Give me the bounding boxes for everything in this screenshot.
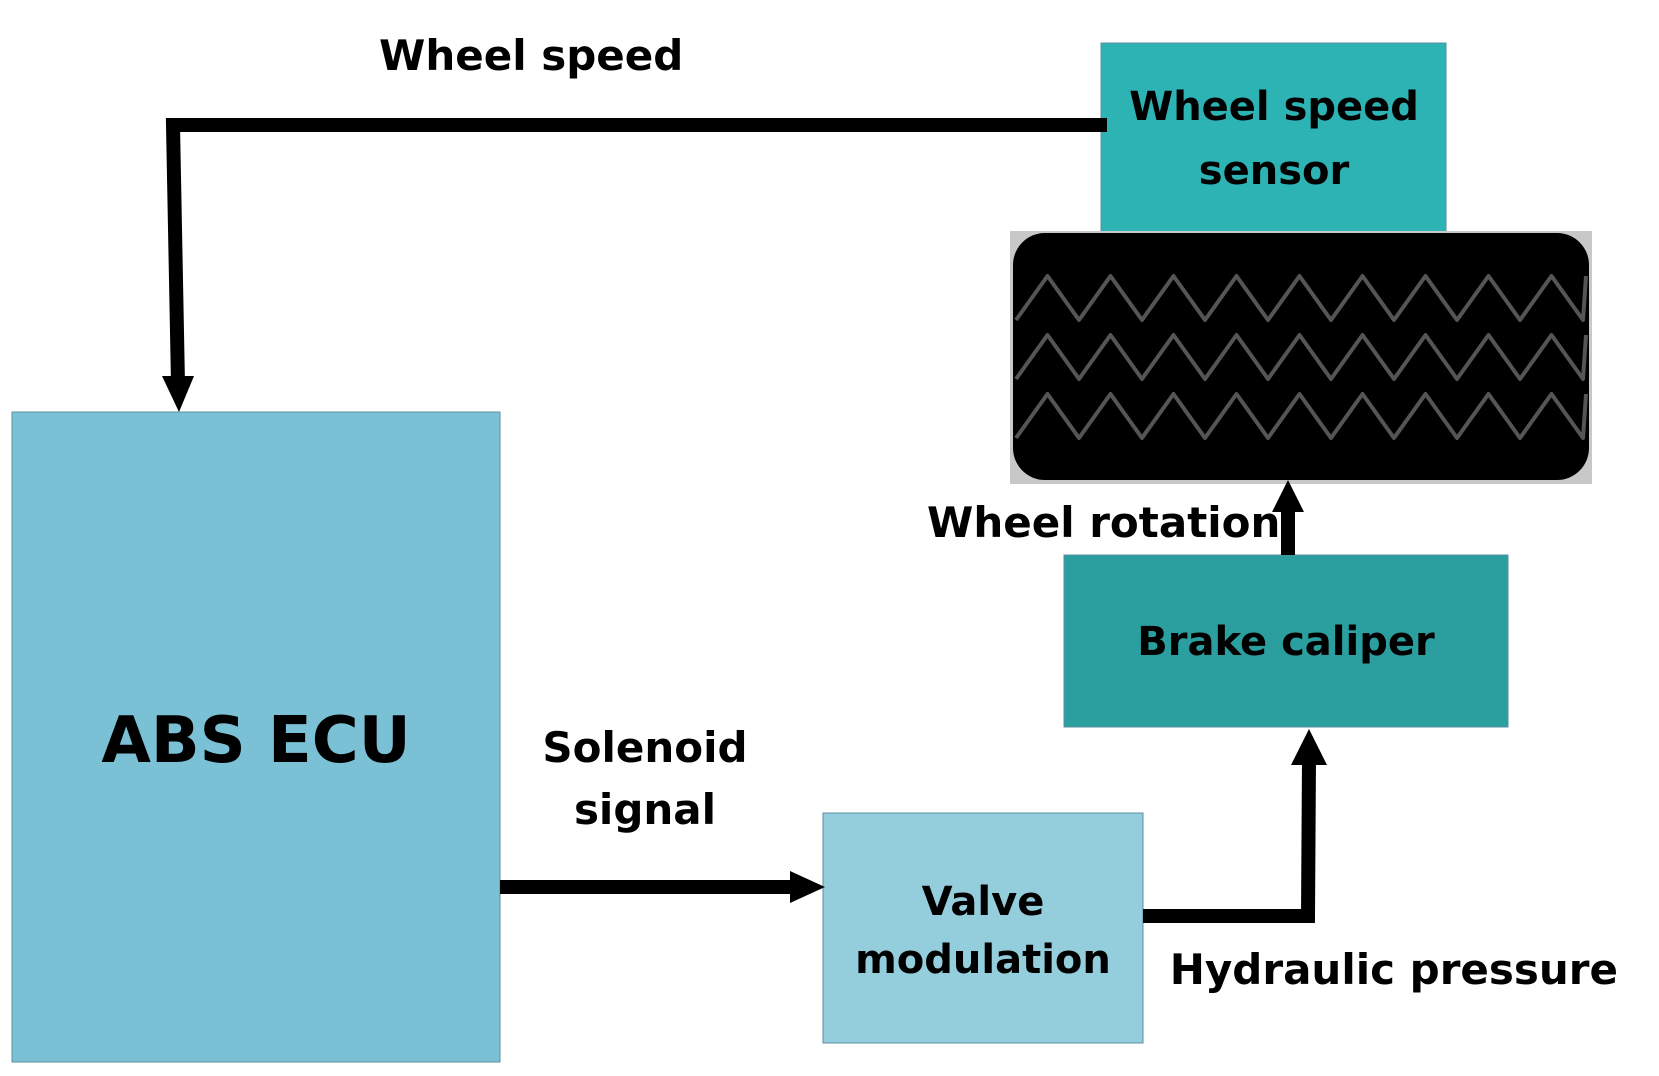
wheel-speed-sensor-box xyxy=(1100,42,1447,236)
wheel-rotation-arrowhead xyxy=(1272,480,1304,512)
connectors xyxy=(162,118,1327,923)
wheel-tread-pattern xyxy=(1014,274,1588,440)
wheel-speed-sensor-label-line2: sensor xyxy=(1199,148,1350,194)
wheel-rotation-edge-label: Wheel rotation xyxy=(927,498,1280,547)
wheel-speed-edge-label: Wheel speed xyxy=(379,31,683,80)
tread-zigzag-2 xyxy=(1014,333,1588,381)
tread-zigzag-3 xyxy=(1014,392,1588,440)
abs-ecu-node: ABS ECU xyxy=(11,411,501,1063)
solenoid-signal-edge-label-line2: signal xyxy=(574,785,716,834)
brake-caliper-box xyxy=(1063,554,1509,728)
valve-modulation-box xyxy=(822,812,1144,1044)
valve-modulation-node: Valve modulation xyxy=(822,812,1144,1044)
abs-ecu-box xyxy=(11,411,501,1063)
valve-modulation-label-line1: Valve xyxy=(922,879,1045,925)
wheel-node xyxy=(1010,231,1592,484)
abs-ecu-label: ABS ECU xyxy=(101,704,410,778)
wheel-speed-sensor-label-line1: Wheel speed xyxy=(1129,84,1419,130)
solenoid-signal-edge-label-line1: Solenoid xyxy=(542,723,747,772)
hydraulic-pressure-edge-label: Hydraulic pressure xyxy=(1170,945,1618,994)
wheel-speed-sensor-node: Wheel speed sensor xyxy=(1100,42,1447,236)
wheel-speed-arrowhead xyxy=(162,376,194,412)
connector-labels: Wheel speed Solenoid signal Hydraulic pr… xyxy=(379,31,1618,994)
hydraulic-pressure-connector xyxy=(1143,757,1316,923)
wheel-speed-connector xyxy=(165,118,1107,385)
solenoid-signal-arrowhead xyxy=(790,871,825,903)
brake-caliper-node: Brake caliper xyxy=(1063,554,1509,728)
tread-zigzag-1 xyxy=(1014,274,1588,322)
hydraulic-pressure-arrowhead xyxy=(1291,729,1327,765)
valve-modulation-label-line2: modulation xyxy=(855,937,1111,983)
brake-caliper-label: Brake caliper xyxy=(1137,619,1435,665)
